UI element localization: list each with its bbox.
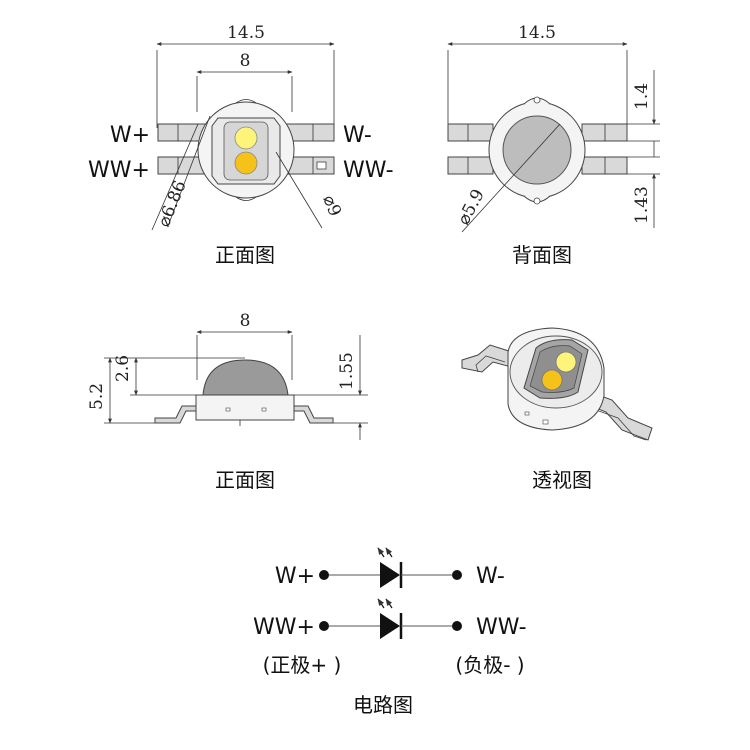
diode-ww-symbol	[380, 613, 400, 639]
circuit-label-ww-minus: WW-	[476, 615, 527, 640]
circuit-label-w-minus: W-	[476, 564, 505, 589]
front-inner-dimension: 8	[240, 51, 251, 71]
side-lens-height: 2.6	[113, 355, 133, 382]
side-base-height: 1.55	[337, 352, 357, 390]
circuit-node-w-plus	[319, 570, 329, 580]
side-width-dimension: 8	[240, 311, 251, 331]
circuit-negative-note: (负极- )	[455, 653, 524, 677]
circuit-diagram: W+ W- WW+ WW- (正极+ ) (负极- ) 电路图	[253, 547, 527, 717]
back-diameter-5-9: ⌀5.9	[454, 186, 489, 228]
front-label-ww-plus: WW+	[88, 158, 150, 183]
circuit-caption: 电路图	[353, 693, 413, 717]
perspective-white-led	[555, 351, 577, 373]
circuit-row-ww: WW+ WW-	[253, 598, 527, 640]
side-total-height: 5.2	[87, 383, 107, 410]
diode-w-symbol	[380, 562, 400, 588]
perspective-lead-left	[461, 344, 516, 373]
back-view-caption: 背面图	[512, 243, 572, 267]
circuit-label-ww-plus: WW+	[253, 615, 315, 640]
front-label-ww-minus: WW-	[343, 158, 394, 183]
front-diameter-9: ⌀9	[318, 192, 344, 219]
side-view: 8 5.2 2.6 1.55 正面图	[87, 311, 368, 492]
back-view: 14.5 ⌀5.9 1.4 1.43 背面图	[447, 23, 660, 267]
side-lens	[202, 359, 289, 396]
side-view-caption: 正面图	[215, 468, 275, 492]
back-dimension-1-4: 1.4	[632, 83, 652, 110]
perspective-view-caption: 透视图	[532, 468, 592, 492]
front-width-dimension: 14.5	[227, 23, 265, 43]
front-diameter-6-86: ⌀6.86	[154, 178, 191, 230]
white-led-chip	[234, 126, 258, 150]
circuit-row-w: W+ W-	[275, 547, 505, 589]
warm-white-led-chip	[234, 151, 258, 175]
circuit-node-w-minus	[452, 570, 462, 580]
front-label-w-plus: W+	[110, 123, 150, 148]
side-base	[195, 394, 295, 421]
circuit-node-ww-minus	[452, 621, 462, 631]
circuit-label-w-plus: W+	[275, 564, 315, 589]
circuit-node-ww-plus	[319, 621, 329, 631]
front-label-w-minus: W-	[343, 123, 372, 148]
back-heat-pad	[502, 115, 572, 185]
perspective-warm-led	[541, 369, 563, 391]
front-view: 14.5 8 ⌀6.86 ⌀9 W+ WW+	[88, 23, 394, 267]
circuit-positive-note: (正极+ )	[263, 653, 342, 677]
back-width-dimension: 14.5	[518, 23, 556, 43]
perspective-view: 透视图	[461, 327, 653, 492]
front-view-caption: 正面图	[215, 243, 275, 267]
back-dimension-1-43: 1.43	[632, 186, 652, 224]
